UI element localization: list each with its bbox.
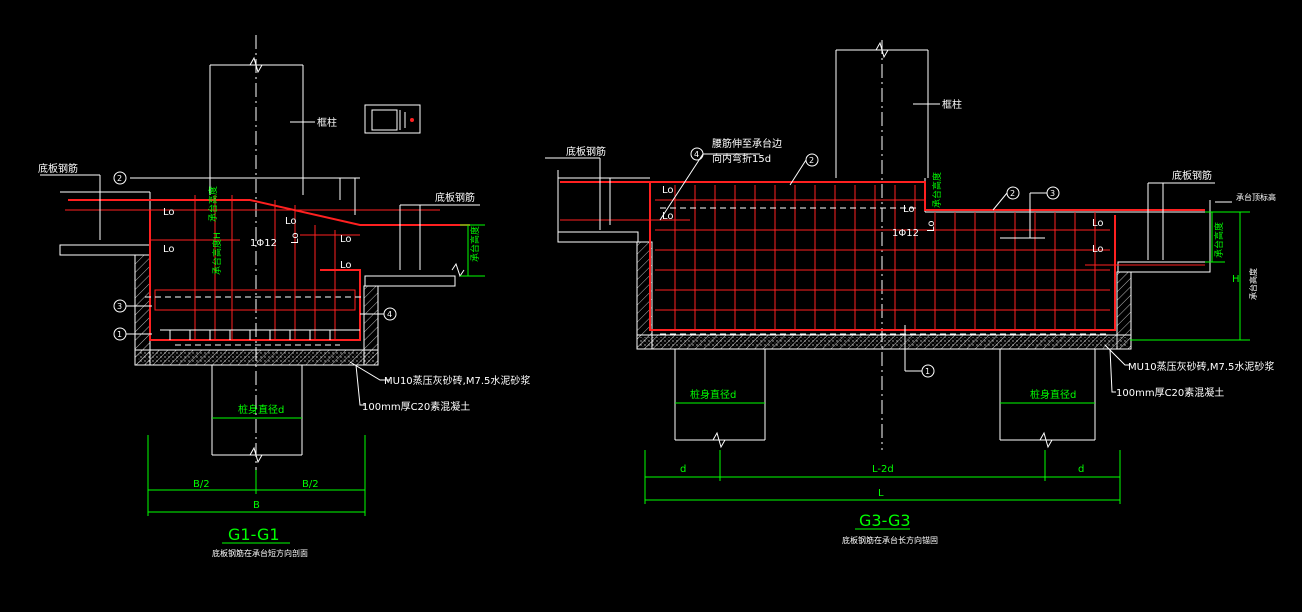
right-title: G3-G3 [859,511,911,530]
svg-text:2: 2 [1010,189,1015,198]
left-mark-2 [113,171,127,185]
left-column [209,35,304,470]
svg-text:Lo: Lo [662,185,674,196]
right-concrete-note: 100mm厚C20素混凝土 [1116,386,1224,399]
svg-text:Lo: Lo [1092,218,1104,229]
svg-text:Lo: Lo [163,244,175,255]
svg-text:Lo: Lo [163,207,175,218]
right-slab-top: 承台顶标高 [1236,192,1276,202]
svg-text:承台高度: 承台高度 [1248,268,1258,300]
section-g3: 框柱 [545,40,1276,545]
svg-text:d: d [680,464,686,475]
svg-text:3: 3 [1050,189,1055,198]
left-bottom-ticks [169,330,331,340]
section-g1: 框柱 [38,35,530,558]
svg-text:B: B [253,500,260,511]
svg-text:承台高度H: 承台高度H [211,232,223,275]
svg-text:B/2: B/2 [193,479,210,490]
right-rebar-grid [560,181,1205,335]
svg-text:Lo: Lo [1092,244,1104,255]
left-column-label: 框柱 [317,116,337,129]
svg-text:承台高度: 承台高度 [1213,222,1225,258]
svg-text:2: 2 [117,174,122,183]
svg-text:Lo: Lo [662,211,674,222]
left-pile-diameter: 桩身直径d [238,403,284,416]
right-column-label: 框柱 [942,98,962,111]
svg-text:承台高度: 承台高度 [207,186,219,222]
svg-text:4: 4 [387,310,392,319]
svg-text:2: 2 [809,156,814,165]
right-pile-diameter-r: 桩身直径d [1030,388,1076,401]
svg-text:Lo: Lo [926,220,937,232]
right-note-4b: 向内弯折15d [712,152,771,165]
rebar-symbol [364,104,421,134]
left-rebar [65,195,470,346]
svg-text:1: 1 [117,330,122,339]
right-subtitle: 底板钢筋在承台长方向锚固 [842,535,938,545]
left-title: G1-G1 [228,525,280,544]
right-dimensions: d L-2d d L [644,450,1121,504]
svg-text:4: 4 [694,150,699,159]
right-brick-note: MU10蒸压灰砂砖,M7.5水泥砂浆 [1128,360,1274,373]
right-top-bar-label: 底板钢筋 [566,145,606,158]
svg-text:Lo: Lo [285,216,297,227]
svg-text:Lo: Lo [903,204,915,215]
svg-text:Lo: Lo [340,234,352,245]
svg-text:承台高度: 承台高度 [469,226,481,262]
svg-text:Lo: Lo [340,260,352,271]
left-subtitle: 底板钢筋在承台短方向剖面 [212,548,308,558]
left-rebar-label: 1Φ12 [250,238,277,249]
left-concrete-note: 100mm厚C20素混凝土 [362,400,470,413]
left-dimensions: B/2 B/2 B [147,435,366,516]
svg-text:Lo: Lo [290,232,301,244]
left-right-bar-label: 底板钢筋 [435,191,475,204]
right-rebar-label: 1Φ12 [892,228,919,239]
svg-text:H: H [1232,274,1240,285]
svg-text:L: L [878,488,884,499]
right-pile-diameter-l: 桩身直径d [690,388,736,401]
svg-text:3: 3 [117,302,122,311]
left-brick-note: MU10蒸压灰砂砖,M7.5水泥砂浆 [384,374,530,387]
svg-text:L-2d: L-2d [872,464,894,475]
right-right-bar-label: 底板钢筋 [1172,169,1212,182]
svg-text:1: 1 [925,367,930,376]
left-top-bar-label: 底板钢筋 [38,162,78,175]
svg-text:承台高度: 承台高度 [931,172,943,208]
svg-text:B/2: B/2 [302,479,319,490]
right-note-4a: 腰筋伸至承台边 [712,137,782,150]
svg-text:d: d [1078,464,1084,475]
